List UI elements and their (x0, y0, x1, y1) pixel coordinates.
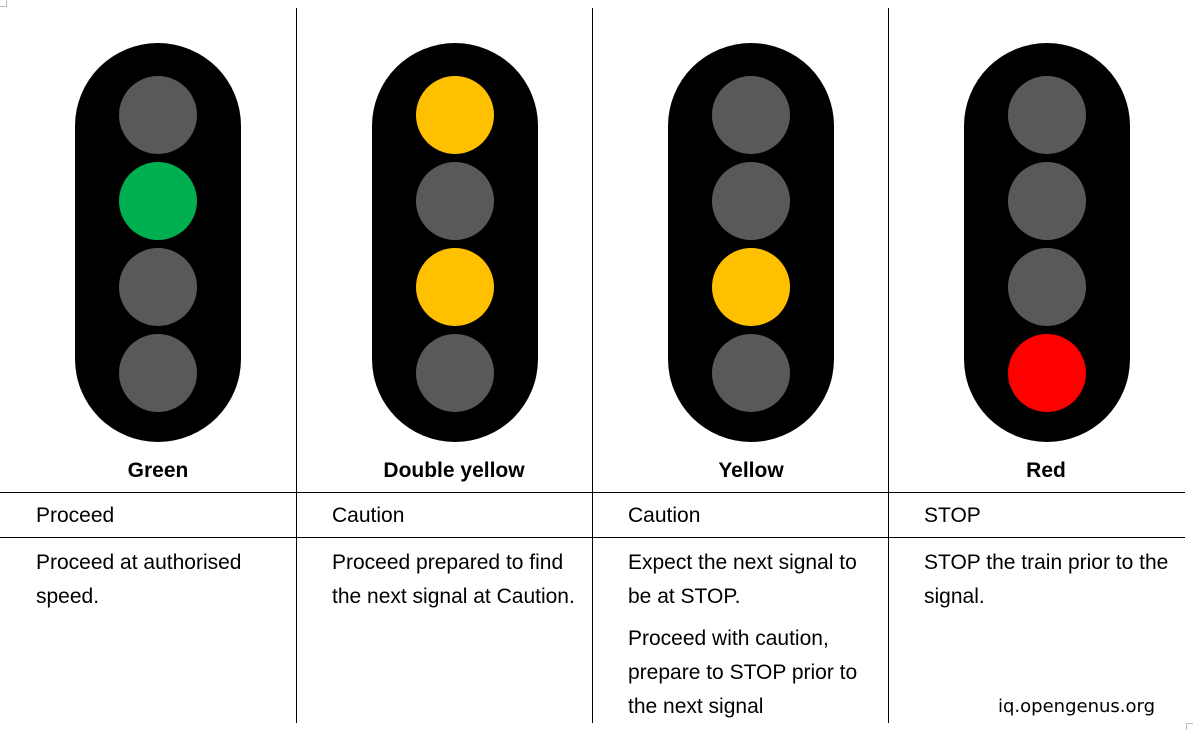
description-line: Proceed with caution, prepare to STOP pr… (628, 627, 858, 718)
lamp-2 (712, 162, 790, 240)
aspect-description-green: Proceed at authorised speed. (36, 546, 298, 622)
lamp-2 (1008, 162, 1086, 240)
meaning-row-rule (0, 537, 1185, 538)
lamp-3 (119, 248, 197, 326)
aspect-meaning-red: STOP (924, 504, 981, 527)
aspect-name-double-yellow: Double yellow (383, 459, 525, 482)
lamp-4 (119, 334, 197, 412)
lamp-2 (119, 162, 197, 240)
aspect-meaning-green: Proceed (36, 504, 115, 527)
lamp-1 (1008, 76, 1086, 154)
lamp-4 (712, 334, 790, 412)
aspect-description-red: STOP the train prior to the signal. (924, 546, 1174, 622)
column-divider (888, 8, 889, 723)
corner-mark (1186, 723, 1193, 730)
column-divider (296, 8, 297, 723)
column-divider (592, 8, 593, 723)
description-line: Proceed at authorised speed. (36, 551, 242, 608)
signal-green (75, 43, 241, 442)
aspect-name-red: Red (1026, 459, 1066, 482)
lamp-4 (416, 334, 494, 412)
lamp-3 (416, 248, 494, 326)
lamp-1 (416, 76, 494, 154)
lamp-1 (712, 76, 790, 154)
corner-mark (0, 0, 7, 7)
header-row-rule (0, 492, 1185, 493)
aspect-description-double-yellow: Proceed prepared to find the next signal… (332, 546, 582, 622)
lamp-3 (712, 248, 790, 326)
watermark: iq.opengenus.org (998, 696, 1156, 717)
description-line: Proceed prepared to find the next signal… (332, 551, 575, 608)
lamp-2 (416, 162, 494, 240)
lamp-4 (1008, 334, 1086, 412)
description-line: STOP the train prior to the signal. (924, 551, 1169, 608)
aspect-name-green: Green (127, 459, 189, 482)
lamp-3 (1008, 248, 1086, 326)
lamp-1 (119, 76, 197, 154)
signal-double-yellow (372, 43, 538, 442)
signal-red (964, 43, 1130, 442)
aspect-meaning-double-yellow: Caution (332, 504, 405, 527)
aspect-name-yellow: Yellow (718, 459, 784, 482)
description-line: Expect the next signal to be at STOP. (628, 551, 857, 608)
signal-yellow (668, 43, 834, 442)
aspect-description-yellow: Expect the next signal to be at STOP. Pr… (628, 546, 878, 732)
aspect-meaning-yellow: Caution (628, 504, 701, 527)
